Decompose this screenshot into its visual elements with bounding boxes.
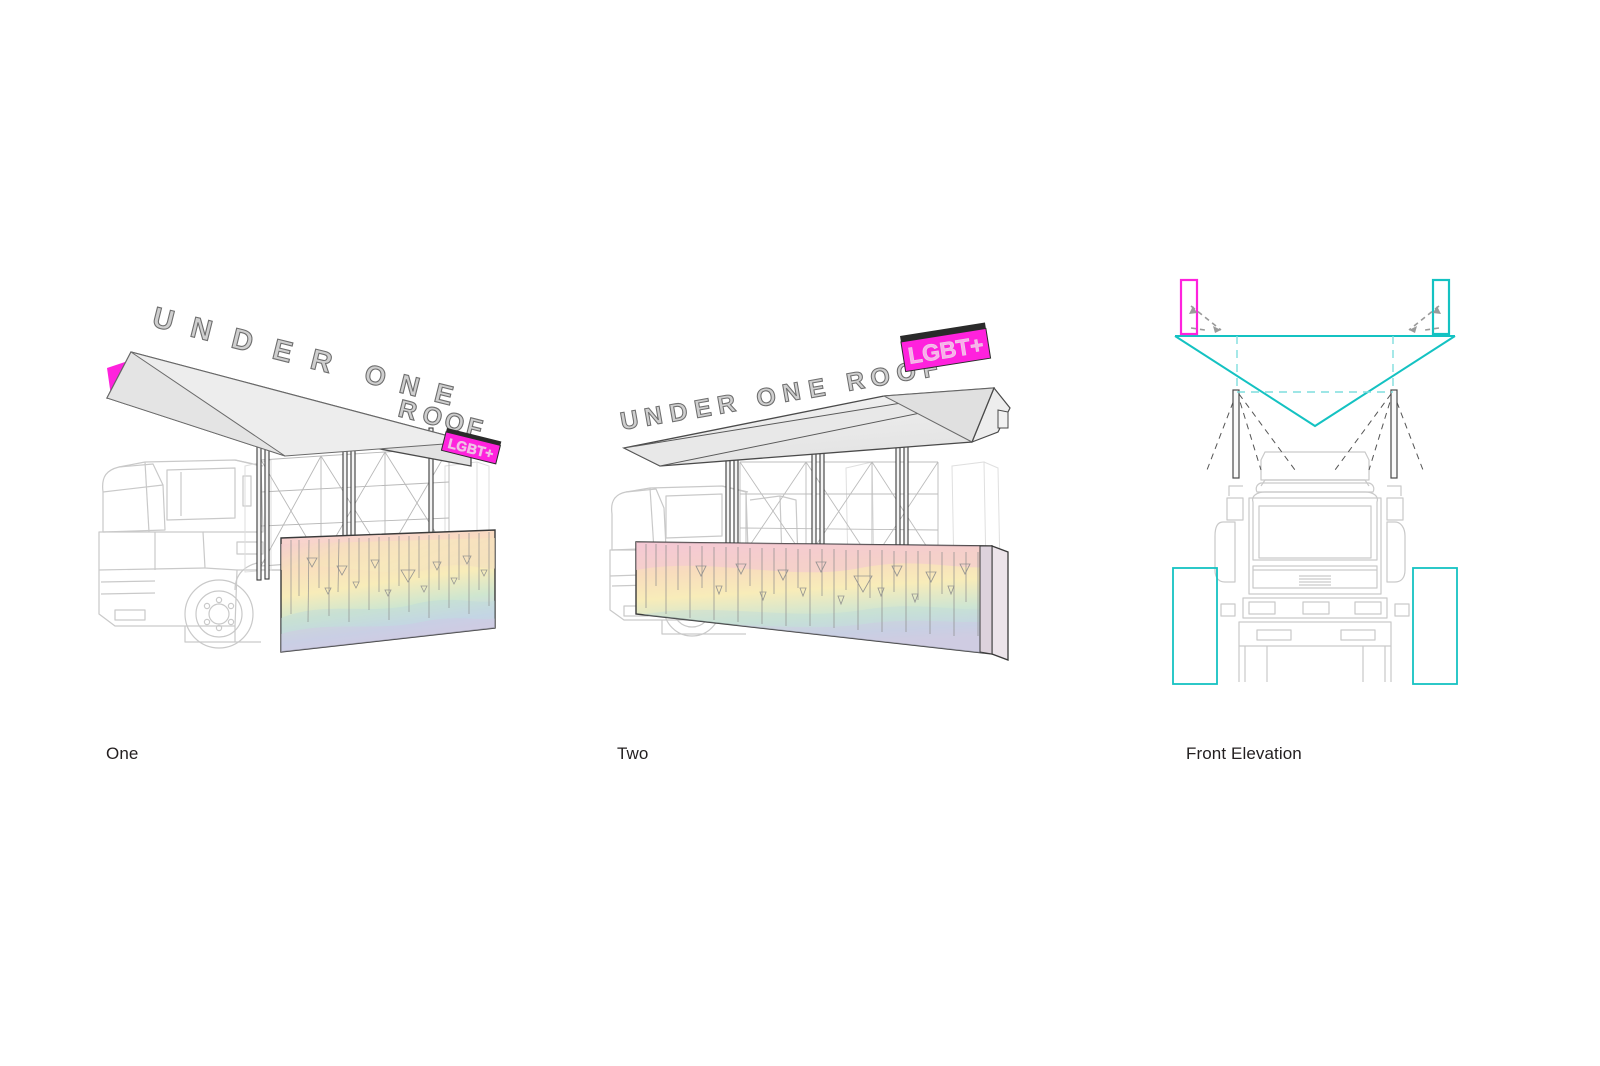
rotation-hinge-arrows xyxy=(1190,305,1440,331)
canopy-roof xyxy=(106,351,472,467)
panel-front-elevation-caption: Front Elevation xyxy=(1186,744,1302,763)
roof-signage-text: U N D E R O N E R O O F xyxy=(149,301,486,444)
panel-front-elevation: Front Elevation xyxy=(1165,270,1465,763)
mast-columns xyxy=(1232,389,1398,479)
svg-text:O: O xyxy=(420,401,446,433)
svg-text:N: N xyxy=(187,312,215,348)
svg-text:U: U xyxy=(149,302,177,338)
svg-text:D: D xyxy=(228,323,256,359)
svg-text:R: R xyxy=(396,395,420,427)
panel-one-drawing: U N D E R O N E R O O F LGBT+ xyxy=(98,301,502,653)
svg-text:O: O xyxy=(362,359,390,393)
svg-text:N: N xyxy=(642,401,665,432)
truck-line-drawing xyxy=(98,459,281,649)
lgbt-banner-sign: LGBT+ xyxy=(440,428,502,465)
svg-text:U: U xyxy=(618,405,641,436)
rainbow-banner-wall xyxy=(635,541,993,655)
panel-one-caption: One xyxy=(106,744,139,763)
roof-construction-dashed xyxy=(1236,336,1394,393)
magenta-sign-panel-left[interactable] xyxy=(1179,278,1199,336)
cyan-banner-outline-right xyxy=(1412,567,1458,685)
svg-text:E: E xyxy=(269,334,296,370)
panel-two: U N D E R O N E R O O F LGBT+ xyxy=(600,270,1030,763)
panel-two-caption: Two xyxy=(617,744,649,763)
butterfly-roof-profile xyxy=(1174,335,1456,428)
deployment-dashed-lines xyxy=(1206,391,1424,471)
panel-one: U N D E R O N E R O O F LGBT+ xyxy=(85,270,515,763)
rotation-arrow-heads xyxy=(1189,306,1441,333)
svg-text:E: E xyxy=(806,373,827,403)
truck-front-line-drawing xyxy=(1214,451,1410,682)
cyan-sign-panel-right[interactable] xyxy=(1431,278,1451,336)
svg-text:D: D xyxy=(667,397,690,428)
lgbt-banner-sign: LGBT+ xyxy=(900,322,992,373)
rear-enclosure-box xyxy=(979,545,1009,661)
cyan-banner-outline-left xyxy=(1172,567,1218,685)
svg-text:R: R xyxy=(307,344,335,380)
svg-text:O: O xyxy=(754,382,778,413)
panel-two-drawing: U N D E R O N E R O O F LGBT+ xyxy=(609,322,1011,661)
svg-text:O: O xyxy=(868,362,892,393)
svg-text:N: N xyxy=(780,377,803,408)
canopy-roof-folded xyxy=(622,386,1011,467)
front-elevation-drawing xyxy=(1172,278,1458,685)
svg-text:E: E xyxy=(692,393,713,423)
rainbow-banner-wall xyxy=(280,529,496,653)
svg-text:R: R xyxy=(715,389,738,420)
svg-text:R: R xyxy=(844,366,867,397)
